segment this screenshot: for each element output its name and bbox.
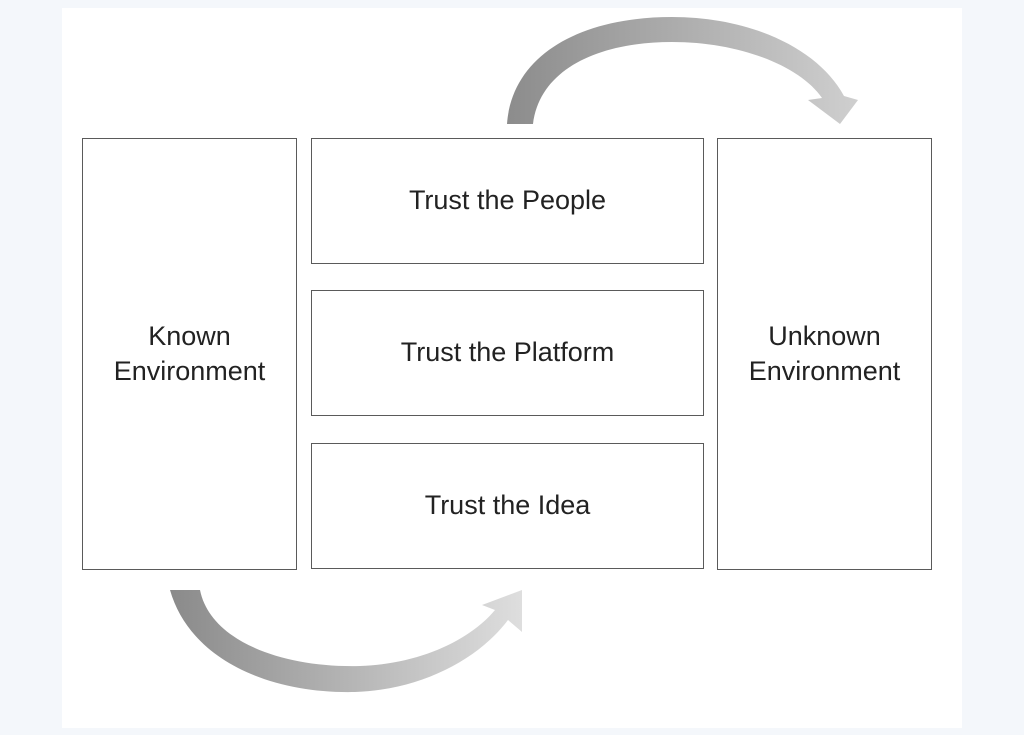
trust-idea-label: Trust the Idea [424,490,591,521]
known-environment-box: Known Environment [82,138,297,570]
unknown-environment-label-line1: Unknown [768,320,881,351]
trust-platform-label: Trust the Platform [400,337,615,368]
trust-idea-box: Trust the Idea [311,443,704,569]
unknown-environment-box: Unknown Environment [717,138,932,570]
known-environment-label-line1: Known [148,320,231,351]
trust-people-box: Trust the People [311,138,704,264]
known-environment-label-line2: Environment [113,356,266,386]
trust-platform-box: Trust the Platform [311,290,704,416]
unknown-environment-label-line2: Environment [748,356,901,386]
curved-arrow-bottom-icon [170,590,522,693]
curved-arrow-top-icon [507,17,858,124]
trust-people-label: Trust the People [408,185,607,216]
